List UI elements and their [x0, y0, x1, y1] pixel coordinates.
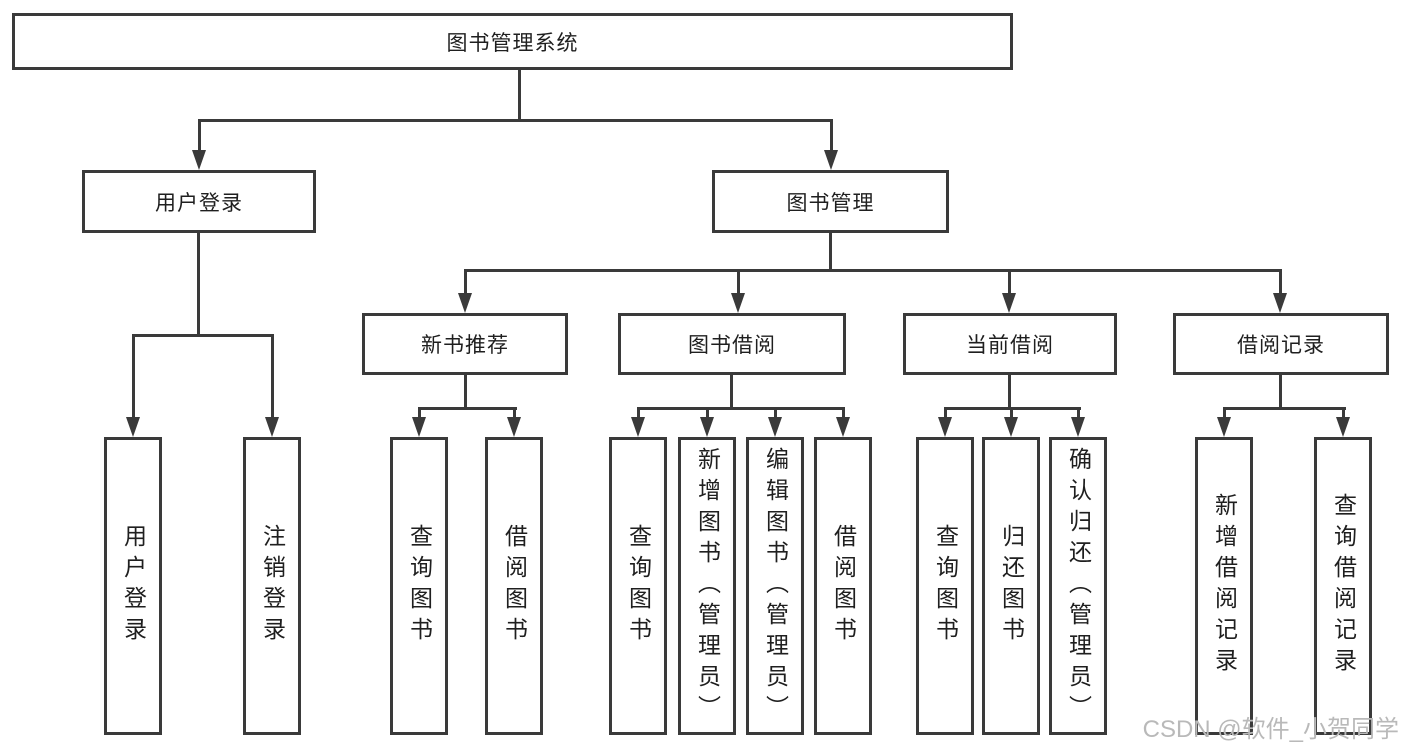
node-leaf-recommend-query-books-label: 查询图书: [406, 524, 433, 648]
node-leaf-current-confirm-return-label: 确认归还（管理员）: [1065, 446, 1092, 726]
connector-arrow-current-confirm: [1071, 417, 1085, 437]
connector-shaft-borrow-edit: [774, 407, 777, 419]
connector-arrow-borrow-records: [1273, 293, 1287, 313]
connector-shaft-book-management: [830, 119, 833, 151]
connector-recommend-hline: [418, 407, 517, 410]
connector-root-stub: [518, 70, 521, 122]
node-leaf-logout-label: 注销登录: [259, 524, 286, 648]
connector-arrow-recommend-borrow: [507, 417, 521, 437]
connector-shaft-borrow-add: [706, 407, 709, 419]
connector-arrow-borrow-query: [631, 417, 645, 437]
node-leaf-logout: 注销登录: [243, 437, 301, 735]
connector-arrow-user-login: [192, 150, 206, 170]
connector-arrow-book-management: [824, 150, 838, 170]
node-leaf-borrow-borrow-books-label: 借阅图书: [830, 524, 857, 648]
node-leaf-current-query-books-label: 查询图书: [932, 524, 959, 648]
connector-arrow-logout-leaf: [265, 417, 279, 437]
node-library-system: 图书管理系统: [12, 13, 1013, 70]
connector-arrow-borrow-add: [700, 417, 714, 437]
node-leaf-borrow-query-books: 查询图书: [609, 437, 667, 735]
node-leaf-borrow-edit-books-label: 编辑图书（管理员）: [762, 446, 789, 726]
connector-current-stub: [1008, 375, 1011, 409]
node-leaf-recommend-query-books: 查询图书: [390, 437, 448, 735]
node-leaf-records-add-record-label: 新增借阅记录: [1211, 493, 1238, 679]
connector-arrow-borrow-borrow: [836, 417, 850, 437]
connector-borrow-hline: [637, 407, 845, 410]
node-book-borrow: 图书借阅: [618, 313, 846, 375]
connector-shaft-records-query: [1342, 407, 1345, 419]
node-leaf-borrow-add-books: 新增图书（管理员）: [678, 437, 736, 735]
connector-shaft-book-borrow: [737, 269, 740, 294]
node-leaf-borrow-edit-books: 编辑图书（管理员）: [746, 437, 804, 735]
connector-shaft-login-leaf: [132, 334, 135, 418]
node-book-management: 图书管理: [712, 170, 949, 233]
connector-arrow-borrow-edit: [768, 417, 782, 437]
node-leaf-recommend-borrow-books: 借阅图书: [485, 437, 543, 735]
node-leaf-borrow-query-books-label: 查询图书: [625, 524, 652, 648]
connector-records-stub: [1279, 375, 1282, 409]
connector-level2-hline: [198, 119, 833, 122]
connector-shaft-records-add: [1223, 407, 1226, 419]
connector-shaft-recommend-query: [418, 407, 421, 419]
node-new-book-recommend: 新书推荐: [362, 313, 568, 375]
node-leaf-current-query-books: 查询图书: [916, 437, 974, 735]
connector-level3-hline: [464, 269, 1282, 272]
connector-shaft-current-return: [1010, 407, 1013, 419]
connector-shaft-current-confirm: [1077, 407, 1080, 419]
connector-arrow-records-add: [1217, 417, 1231, 437]
connector-shaft-new-book-recommend: [464, 269, 467, 294]
node-borrow-records: 借阅记录: [1173, 313, 1389, 375]
node-book-management-label: 图书管理: [786, 191, 875, 215]
node-current-borrow-label: 当前借阅: [966, 334, 1054, 357]
node-new-book-recommend-label: 新书推荐: [421, 334, 509, 357]
connector-arrow-login-leaf: [126, 417, 140, 437]
connector-shaft-borrow-query: [637, 407, 640, 419]
connector-arrow-current-borrow: [1002, 293, 1016, 313]
connector-arrow-book-borrow: [731, 293, 745, 313]
node-library-system-label: 图书管理系统: [446, 31, 579, 55]
connector-arrow-new-book-recommend: [458, 293, 472, 313]
node-leaf-recommend-borrow-books-label: 借阅图书: [501, 524, 528, 648]
connector-book-management-stub: [829, 233, 832, 271]
connector-arrow-current-query: [938, 417, 952, 437]
node-user-login-label: 用户登录: [155, 191, 243, 215]
connector-recommend-stub: [464, 375, 467, 409]
connector-arrow-current-return: [1004, 417, 1018, 437]
csdn-watermark: CSDN @软件_小贺同学: [1142, 716, 1399, 743]
connector-shaft-borrow-records: [1279, 269, 1282, 294]
node-leaf-current-confirm-return: 确认归还（管理员）: [1049, 437, 1107, 735]
node-leaf-user-login: 用户登录: [104, 437, 162, 735]
node-leaf-records-add-record: 新增借阅记录: [1195, 437, 1253, 735]
node-leaf-borrow-add-books-label: 新增图书（管理员）: [694, 446, 721, 726]
connector-shaft-current-borrow: [1008, 269, 1011, 294]
connector-borrow-stub: [730, 375, 733, 409]
connector-shaft-logout-leaf: [271, 334, 274, 418]
connector-arrow-records-query: [1336, 417, 1350, 437]
node-leaf-records-query-record-label: 查询借阅记录: [1330, 493, 1357, 679]
node-leaf-borrow-borrow-books: 借阅图书: [814, 437, 872, 735]
node-current-borrow: 当前借阅: [903, 313, 1117, 375]
connector-shaft-user-login: [198, 119, 201, 151]
node-book-borrow-label: 图书借阅: [688, 334, 776, 357]
connector-shaft-recommend-borrow: [513, 407, 516, 419]
connector-shaft-borrow-borrow: [842, 407, 845, 419]
node-leaf-current-return-books: 归还图书: [982, 437, 1040, 735]
connector-shaft-current-query: [944, 407, 947, 419]
node-leaf-user-login-label: 用户登录: [120, 524, 147, 648]
connector-user-login-hline: [132, 334, 274, 337]
node-user-login: 用户登录: [82, 170, 316, 233]
node-leaf-records-query-record: 查询借阅记录: [1314, 437, 1372, 735]
connector-arrow-recommend-query: [412, 417, 426, 437]
connector-user-login-stub: [197, 233, 200, 336]
node-leaf-current-return-books-label: 归还图书: [998, 524, 1025, 648]
node-borrow-records-label: 借阅记录: [1237, 334, 1325, 357]
connector-records-hline: [1223, 407, 1346, 410]
